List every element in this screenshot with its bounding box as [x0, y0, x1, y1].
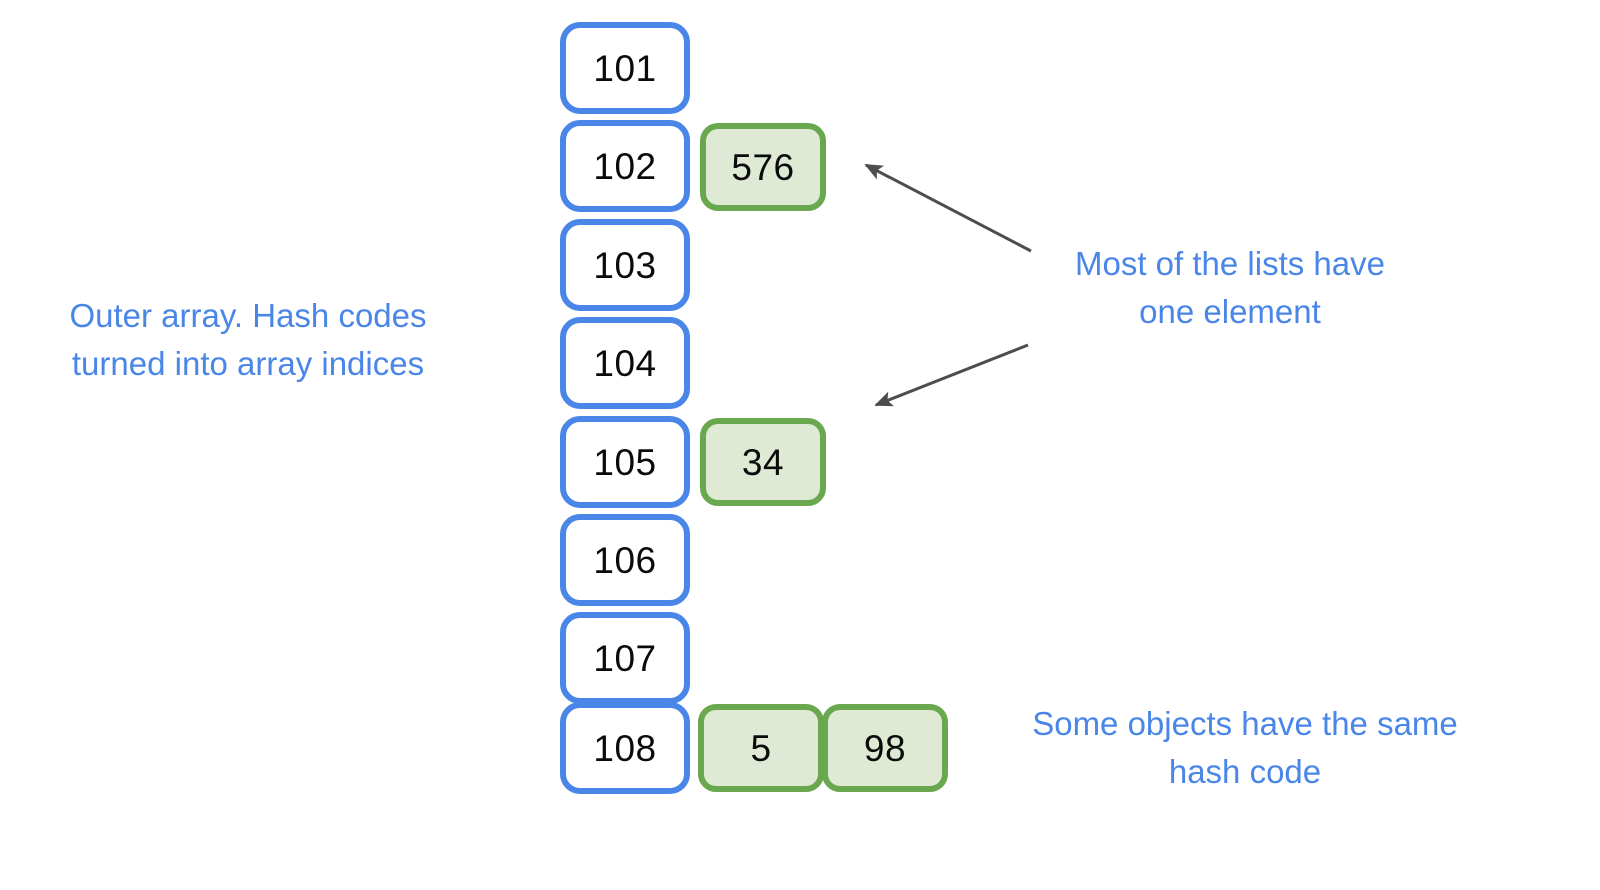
annotation-outer-array: Outer array. Hash codes turned into arra… [69, 297, 427, 382]
bucket-107[interactable]: 107 [560, 612, 690, 704]
bucket-108[interactable]: 108 [560, 702, 690, 794]
bucket-101[interactable]: 101 [560, 22, 690, 114]
list-node-label: 34 [741, 441, 785, 483]
list-node-label: 576 [731, 146, 795, 188]
bucket-index-label: 105 [593, 441, 657, 483]
bucket-106[interactable]: 106 [560, 514, 690, 606]
bucket-index-label: 102 [593, 145, 657, 187]
annotation-most-lists-one-element: Most of the lists have one element [1075, 245, 1385, 330]
list-node-98[interactable]: 98 [822, 704, 948, 792]
bucket-index-label: 103 [593, 244, 657, 286]
bucket-index-label: 108 [593, 727, 657, 769]
list-node-label: 98 [863, 727, 907, 769]
list-node-5[interactable]: 5 [698, 704, 824, 792]
bucket-102[interactable]: 102 [560, 120, 690, 212]
list-node-label: 5 [750, 727, 772, 769]
bucket-index-label: 104 [593, 342, 657, 384]
arrow-to-34-icon [874, 343, 1029, 407]
bucket-index-label: 107 [593, 637, 657, 679]
annotation-same-hash-code: Some objects have the same hash code [1032, 705, 1458, 790]
bucket-104[interactable]: 104 [560, 317, 690, 409]
arrow-to-576-icon [864, 163, 1032, 253]
bucket-105[interactable]: 105 [560, 416, 690, 508]
bucket-index-label: 101 [593, 47, 657, 89]
list-node-576[interactable]: 576 [700, 123, 826, 211]
bucket-103[interactable]: 103 [560, 219, 690, 311]
bucket-index-label: 106 [593, 539, 657, 581]
list-node-34[interactable]: 34 [700, 418, 826, 506]
